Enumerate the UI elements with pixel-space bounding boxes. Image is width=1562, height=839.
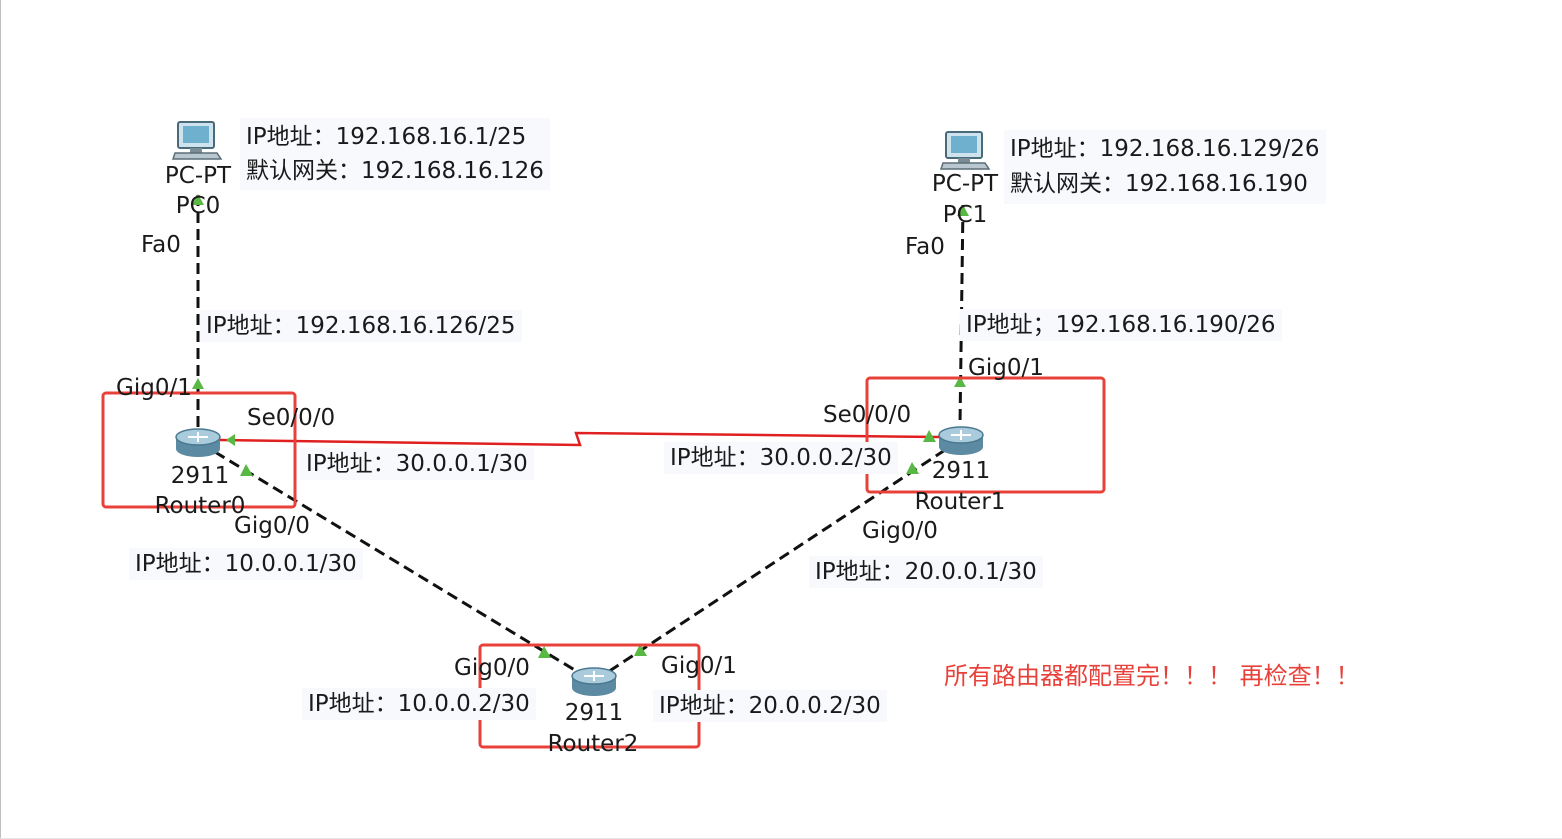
router1-gig00-port-label: Gig0/0: [862, 518, 938, 544]
configuration-note: 所有路由器都配置完！！！ 再检查！！: [944, 662, 1360, 690]
router-icon[interactable]: [175, 428, 221, 457]
pc0-address-box: IP地址：192.168.16.1/25 默认网关：192.168.16.126: [240, 118, 550, 190]
pc-icon[interactable]: [171, 121, 223, 160]
router0-gig01-port-label: Gig0/1: [116, 375, 192, 401]
router1-se000-port-label: Se0/0/0: [823, 402, 912, 428]
router2-gig00-ip-label: IP地址：10.0.0.2/30: [302, 688, 536, 720]
pc0-ip-label: IP地址：192.168.16.1/25: [246, 124, 527, 150]
router2-gig00-port-label: Gig0/0: [454, 655, 530, 681]
port-marker-pc1: [957, 205, 969, 216]
router1-model-label: 2911: [931, 458, 991, 484]
router-icon[interactable]: [571, 667, 617, 696]
router1-name-label: Router1: [914, 489, 1006, 515]
highlight-box-router0: [101, 391, 297, 509]
pc1-address-box: IP地址：192.168.16.129/26 默认网关：192.168.16.1…: [1004, 130, 1326, 204]
router0-gig00-ip-label: IP地址：10.0.0.1/30: [129, 548, 363, 580]
pc1-name-label: PC1: [942, 202, 988, 228]
router1-gig01-port-label: Gig0/1: [968, 355, 1044, 381]
pc1-port-label: Fa0: [905, 234, 945, 260]
router1-gig01-ip-label: IP地址；192.168.16.190/26: [960, 309, 1282, 341]
router-icon[interactable]: [938, 426, 984, 455]
pc0-gateway-label: 默认网关：192.168.16.126: [246, 158, 544, 184]
pc0-port-label: Fa0: [141, 232, 181, 258]
router1-gig00-ip-label: IP地址：20.0.0.1/30: [809, 556, 1043, 588]
port-marker-pc0: [192, 194, 204, 205]
port-marker-r1-se000: [923, 430, 936, 442]
pc0-model-label: PC-PT: [164, 163, 232, 189]
port-marker-r0-gig01: [192, 378, 204, 389]
router0-name-label: Router0: [154, 493, 246, 519]
port-marker-r1-gig01: [954, 376, 966, 387]
router1-serial-ip-label: IP地址：30.0.0.2/30: [664, 442, 898, 474]
router0-gig00-port-label: Gig0/0: [234, 513, 310, 539]
pc1-model-label: PC-PT: [931, 171, 999, 197]
link-router0-router2[interactable]: [214, 450, 579, 674]
router2-gig01-port-label: Gig0/1: [661, 653, 737, 679]
pc1-ip-label: IP地址：192.168.16.129/26: [1010, 136, 1320, 162]
canvas-left-border: [0, 0, 1, 839]
router0-serial-ip-label: IP地址：30.0.0.1/30: [300, 448, 534, 480]
port-marker-r2-gig00: [538, 646, 551, 658]
port-marker-r0-se000: [226, 434, 235, 446]
port-marker-r0-gig00: [240, 464, 253, 476]
pc-icon[interactable]: [939, 131, 991, 170]
router0-se000-port-label: Se0/0/0: [247, 405, 336, 431]
serial-link-router0-router1[interactable]: [219, 431, 941, 447]
router0-model-label: 2911: [170, 463, 230, 489]
router2-model-label: 2911: [564, 700, 624, 726]
port-marker-r1-gig00: [906, 462, 919, 474]
highlight-box-router1: [865, 376, 1106, 494]
router0-gig01-ip-label: IP地址：192.168.16.126/25: [200, 310, 522, 342]
pc0-name-label: PC0: [175, 193, 221, 219]
router2-name-label: Router2: [547, 731, 639, 757]
pc1-gateway-label: 默认网关：192.168.16.190: [1010, 171, 1308, 197]
router2-gig01-ip-label: IP地址：20.0.0.2/30: [653, 690, 887, 722]
port-marker-r2-gig01: [634, 644, 647, 656]
